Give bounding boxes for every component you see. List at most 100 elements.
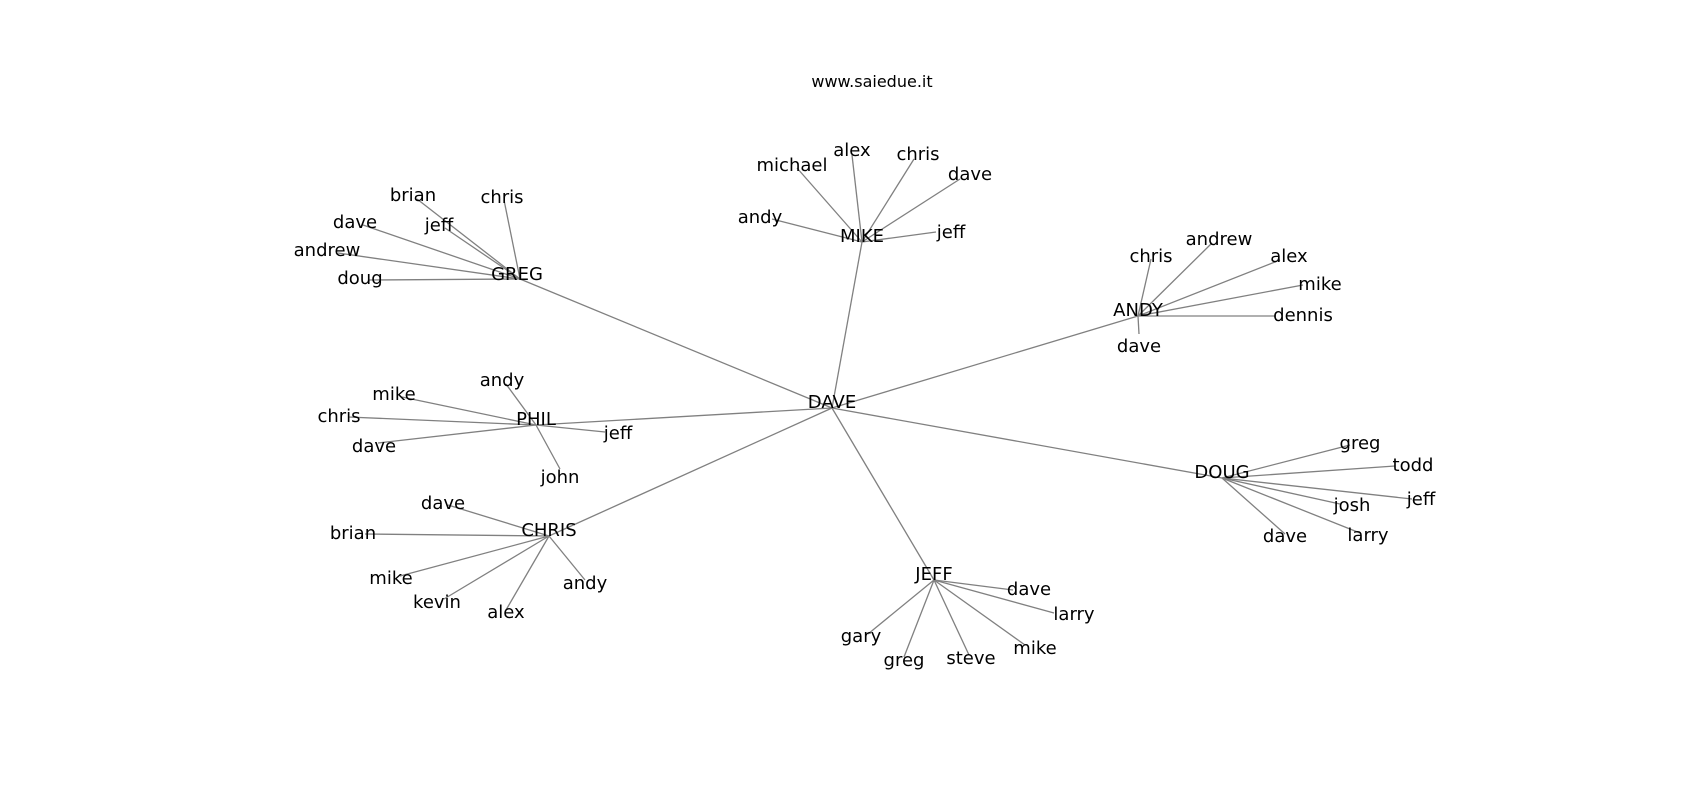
edge-phil-john [535, 424, 561, 470]
edge-chris-brian [364, 533, 550, 537]
leaf-node-chris-dave: dave [421, 493, 465, 514]
edge-phil-dave [377, 424, 537, 444]
leaf-node-andy-mike: mike [1298, 274, 1341, 295]
edge-doug-todd [1221, 465, 1396, 479]
hub-node-jeff: JEFF [914, 564, 952, 585]
leaf-node-doug-larry: larry [1347, 525, 1389, 546]
edge-doug-jeff [1221, 477, 1413, 500]
edge-mike-jeff [861, 231, 937, 243]
edge-jeff-gary [867, 579, 935, 635]
edge-root-mike [831, 241, 863, 409]
edges-layer [337, 154, 1413, 658]
leaf-node-jeff-greg: greg [884, 650, 925, 671]
leaf-node-mike-alex: alex [833, 140, 871, 161]
leaf-node-andy-andrew: andrew [1186, 229, 1253, 250]
leaf-node-doug-dave: dave [1263, 526, 1307, 547]
leaf-node-doug-todd: todd [1393, 455, 1434, 476]
leaf-node-andy-dennis: dennis [1273, 305, 1333, 326]
leaf-node-phil-john: john [540, 467, 580, 488]
edge-jeff-dave [933, 579, 1014, 591]
leaf-node-jeff-larry: larry [1053, 604, 1095, 625]
edge-mike-andy [771, 218, 863, 243]
leaf-node-phil-chris: chris [317, 406, 360, 427]
edge-doug-greg [1221, 444, 1351, 479]
edge-phil-andy [505, 383, 537, 426]
leaf-node-chris-mike: mike [369, 568, 412, 589]
edge-phil-chris [347, 416, 537, 426]
leaf-node-andy-chris: chris [1129, 246, 1172, 267]
edge-chris-alex [505, 535, 550, 611]
edge-andy-mike [1137, 284, 1304, 317]
leaf-node-greg-chris: chris [480, 187, 523, 208]
leaf-node-phil-andy: andy [480, 370, 525, 391]
leaf-node-mike-jeff: jeff [936, 222, 966, 243]
edge-jeff-mike [933, 579, 1026, 646]
root-node-label: DAVE [808, 392, 856, 413]
edge-chris-kevin [443, 535, 550, 600]
leaf-node-jeff-dave: dave [1007, 579, 1051, 600]
leaf-node-mike-chris: chris [896, 144, 939, 165]
hub-node-chris: CHRIS [521, 520, 576, 541]
leaf-node-andy-dave: dave [1117, 336, 1161, 357]
leaf-node-doug-greg: greg [1340, 433, 1381, 454]
leaf-node-greg-brian: brian [390, 185, 436, 206]
edge-greg-andrew [337, 252, 521, 280]
edge-root-phil [535, 407, 833, 426]
leaf-node-chris-brian: brian [330, 523, 376, 544]
edge-greg-doug [367, 278, 521, 281]
edge-andy-andrew [1137, 242, 1213, 317]
edge-doug-josh [1221, 477, 1341, 505]
leaf-node-doug-jeff: jeff [1406, 489, 1436, 510]
edge-mike-chris [861, 158, 915, 243]
leaf-node-doug-josh: josh [1333, 495, 1371, 516]
edge-root-jeff [831, 407, 935, 581]
edge-chris-dave [447, 504, 550, 537]
hub-node-greg: GREG [491, 264, 543, 285]
edge-root-doug [831, 407, 1223, 479]
leaf-node-jeff-gary: gary [841, 626, 882, 647]
edge-greg-dave [362, 224, 521, 280]
edge-phil-jeff [535, 424, 606, 433]
edge-root-andy [831, 315, 1139, 409]
hub-node-mike: MIKE [840, 226, 884, 247]
leaf-node-greg-jeff: jeff [424, 215, 454, 236]
leaf-node-phil-mike: mike [372, 384, 415, 405]
leaf-node-mike-michael: michael [757, 155, 828, 176]
edge-doug-dave [1221, 477, 1286, 535]
leaf-node-andy-alex: alex [1270, 246, 1308, 267]
edge-mike-dave [861, 178, 961, 243]
hub-node-phil: PHIL [516, 409, 556, 430]
leaf-node-chris-andy: andy [563, 573, 608, 594]
edge-andy-alex [1137, 259, 1281, 317]
leaf-node-jeff-mike: mike [1013, 638, 1056, 659]
leaf-node-phil-dave: dave [352, 436, 396, 457]
edge-greg-jeff [444, 227, 521, 280]
diagram-title: www.saiedue.it [811, 72, 932, 91]
edge-greg-brian [416, 198, 521, 280]
labels-layer: DAVE GREG brian chris dave jeff andrew doug MIKE… [294, 140, 1436, 671]
leaf-node-jeff-steve: steve [946, 648, 995, 669]
edge-jeff-larry [933, 579, 1055, 614]
leaf-node-greg-dave: dave [333, 212, 377, 233]
leaf-node-mike-andy: andy [738, 207, 783, 228]
leaf-node-phil-jeff: jeff [603, 423, 633, 444]
leaf-node-greg-doug: doug [337, 268, 382, 289]
hub-node-andy: ANDY [1113, 300, 1164, 321]
hub-node-doug: DOUG [1194, 462, 1249, 483]
leaf-node-mike-dave: dave [948, 164, 992, 185]
edge-phil-mike [401, 396, 537, 426]
edge-andy-dave [1137, 315, 1140, 335]
edge-chris-mike [399, 535, 550, 577]
edge-root-chris [548, 407, 833, 537]
edge-jeff-greg [903, 579, 935, 658]
leaf-node-greg-andrew: andrew [294, 240, 361, 261]
edge-root-greg [519, 278, 833, 409]
edge-chris-andy [548, 535, 586, 581]
leaf-node-chris-alex: alex [487, 602, 525, 623]
edge-doug-larry [1221, 477, 1361, 534]
edge-andy-chris [1137, 258, 1152, 317]
edge-jeff-steve [933, 579, 970, 656]
leaf-node-chris-kevin: kevin [413, 592, 461, 613]
edge-mike-michael [796, 167, 863, 243]
